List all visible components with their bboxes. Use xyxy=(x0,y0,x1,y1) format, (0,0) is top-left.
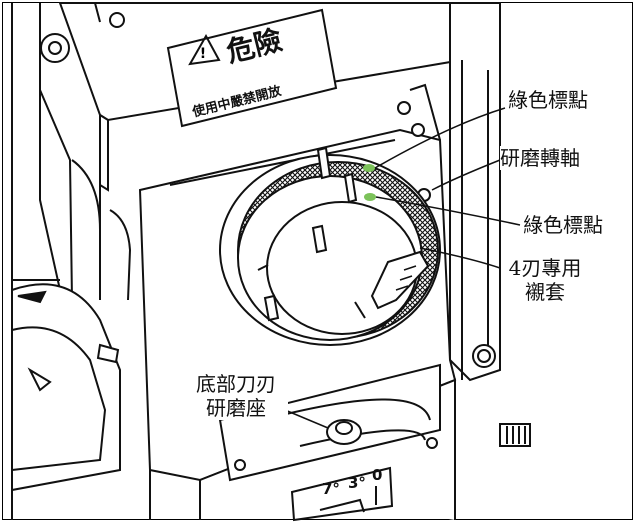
callout-sleeve-line2: 襯套 xyxy=(525,280,565,304)
green-marks xyxy=(363,164,376,201)
scale-mark-3: 3° xyxy=(348,474,366,492)
leader-green-mark-top xyxy=(374,107,506,169)
leader-grinding-spindle xyxy=(431,159,501,191)
angle-scale-plate xyxy=(290,466,394,522)
right-column xyxy=(426,2,501,382)
svg-text:!: ! xyxy=(200,46,206,62)
callout-grinding-spindle: 研磨轉軸 xyxy=(500,146,580,170)
callout-base-seat: 底部刀刃 研磨座 xyxy=(184,372,288,420)
green-mark-top xyxy=(363,164,375,172)
callout-base-seat-line1: 底部刀刃 xyxy=(196,372,276,396)
sleeve-latch xyxy=(370,250,430,310)
scale-mark-0: 0 xyxy=(372,466,383,484)
leader-sleeve xyxy=(419,247,501,269)
vent-grille xyxy=(499,423,531,447)
callout-green-mark-top: 綠色標點 xyxy=(508,88,588,112)
left-cutter-holder xyxy=(11,283,121,492)
callout-green-mark-right: 綠色標點 xyxy=(523,213,603,237)
leader-green-mark-right xyxy=(375,196,521,226)
callout-sleeve: 4刃專用 襯套 xyxy=(502,256,588,304)
green-mark-right xyxy=(364,193,376,201)
scale-mark-7: 7° xyxy=(322,480,340,498)
warning-plate: ! xyxy=(166,8,338,128)
base-grinding-seat xyxy=(218,363,441,482)
leader-lines xyxy=(284,107,521,429)
callout-sleeve-line1: 4刃專用 xyxy=(508,256,582,280)
callout-base-seat-line2: 研磨座 xyxy=(206,396,266,420)
leader-base-seat xyxy=(284,409,329,429)
